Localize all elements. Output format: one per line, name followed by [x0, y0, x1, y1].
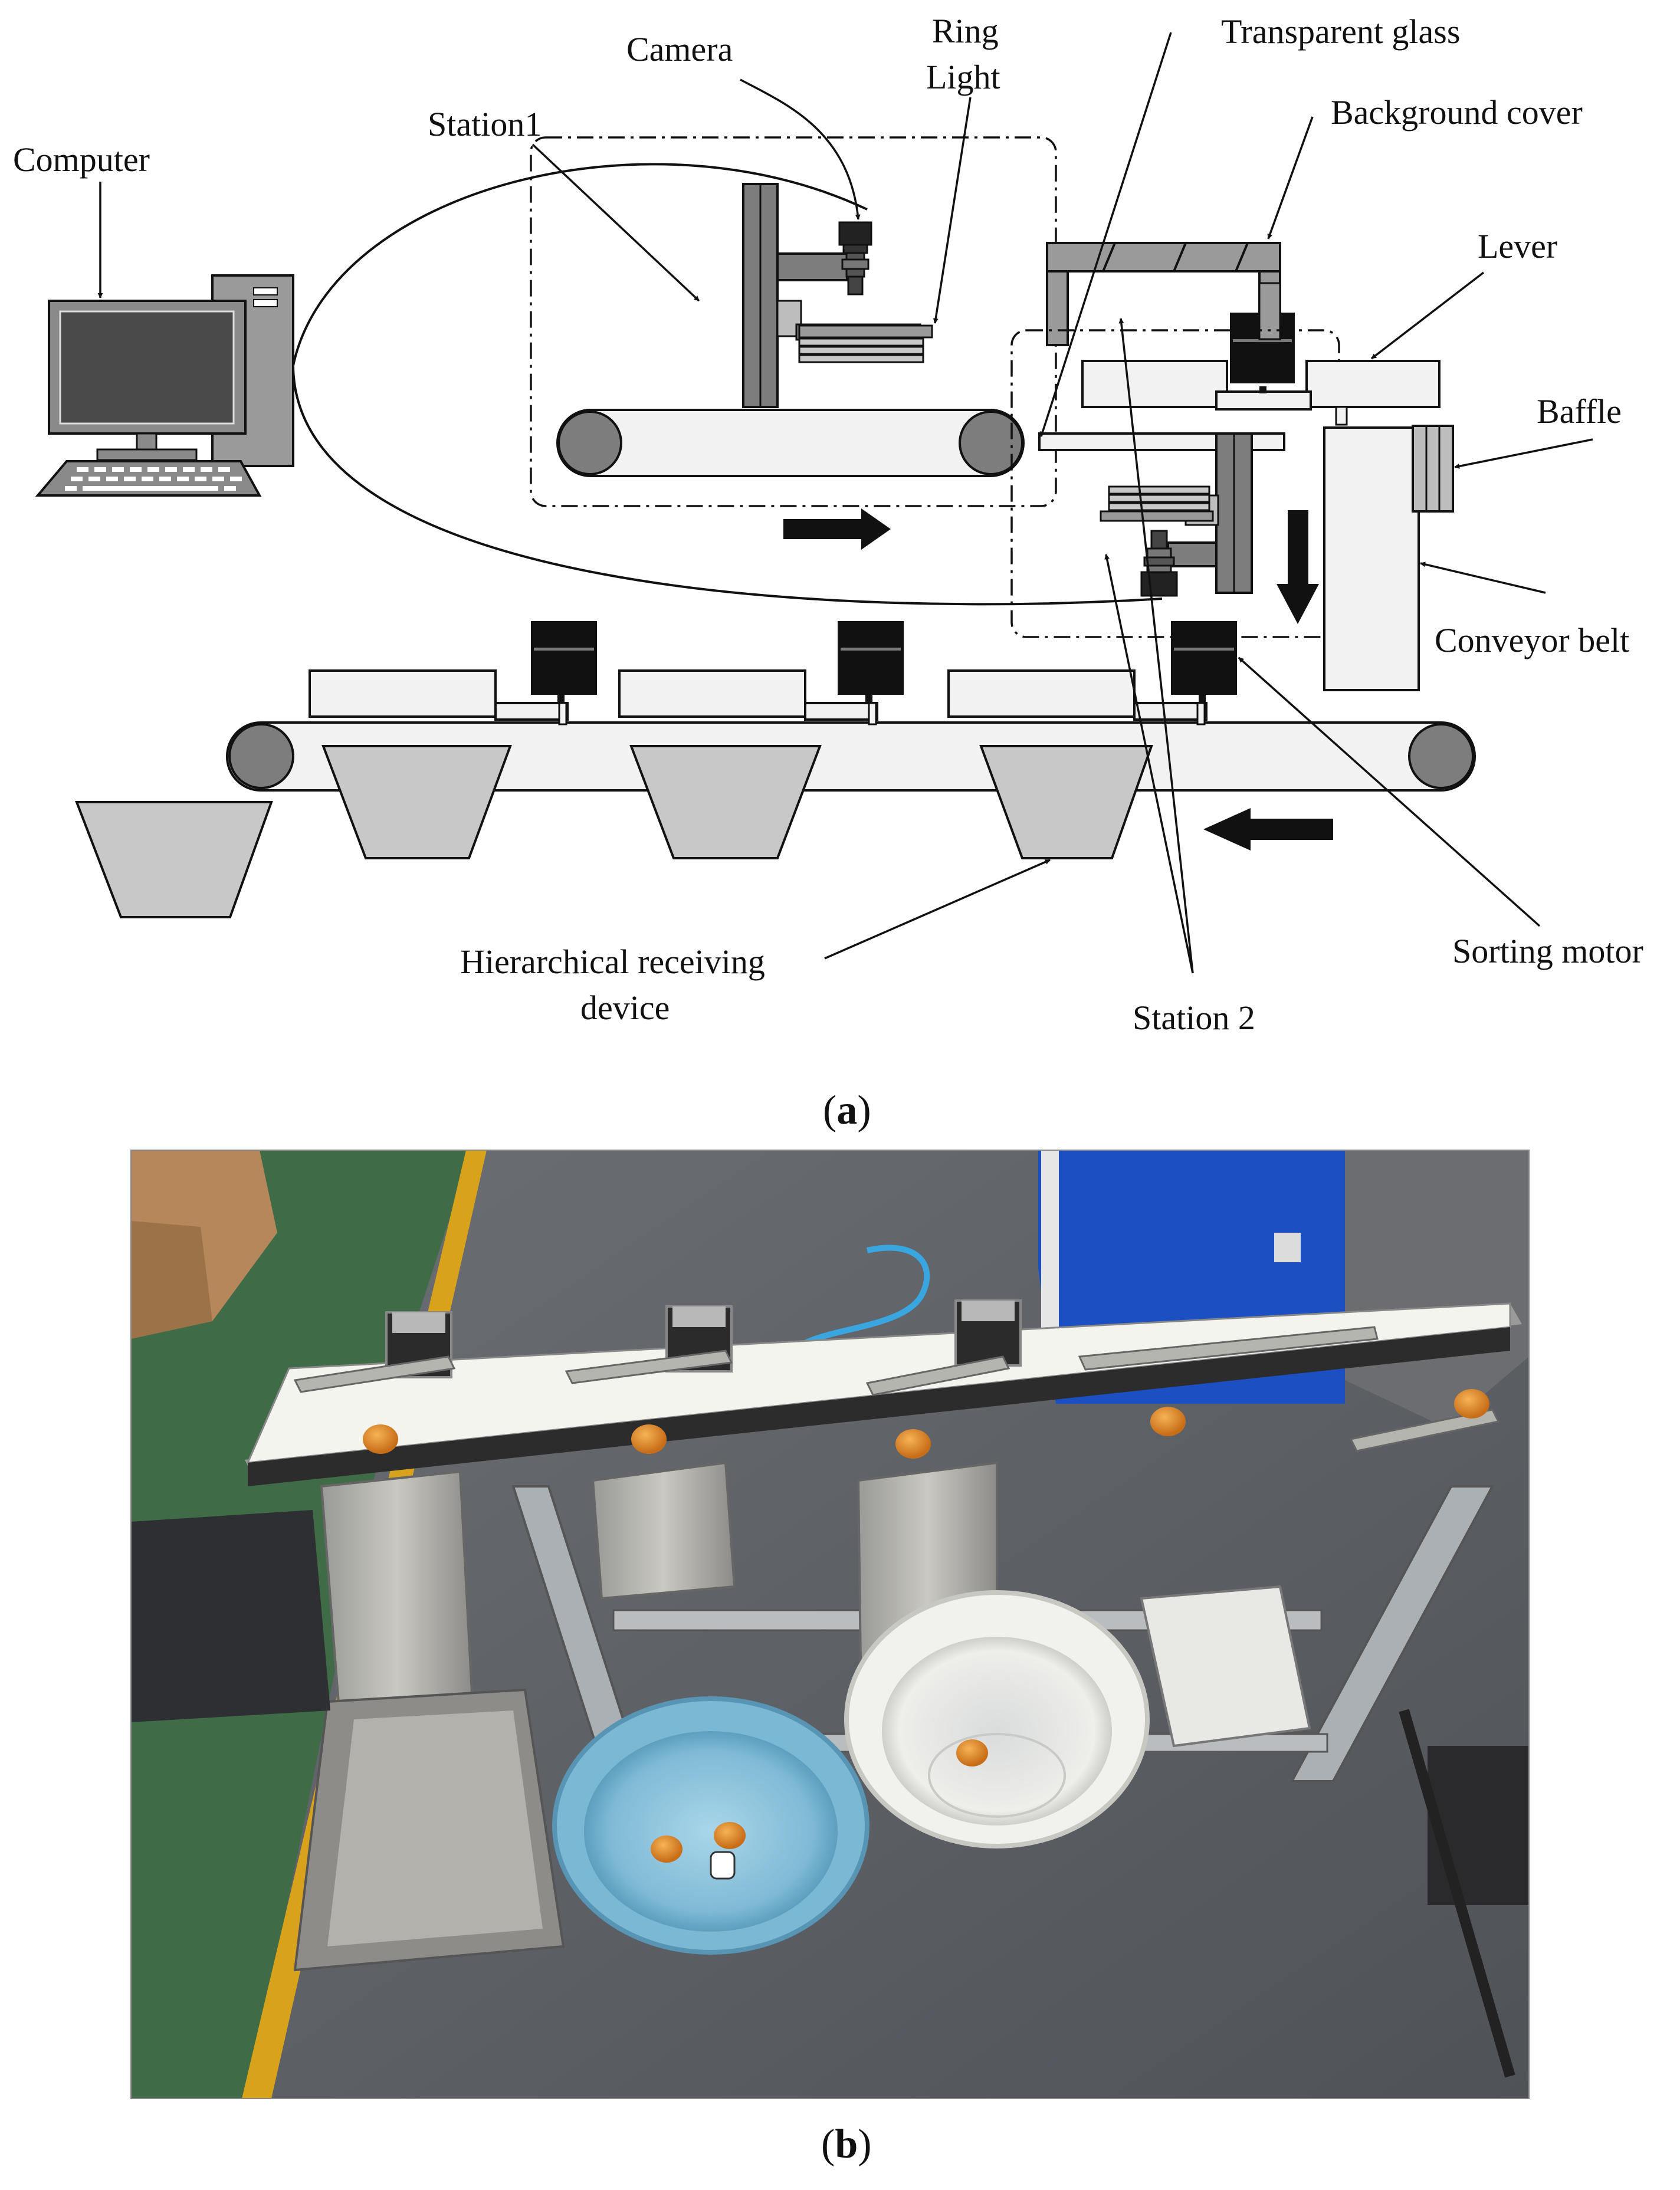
leader-station2-a: [1104, 554, 1194, 974]
station2-ring-light-icon: [1100, 485, 1214, 522]
label-lever: Lever: [1478, 227, 1557, 265]
leader-lever: [1370, 271, 1485, 360]
lever-assembly: [1081, 360, 1441, 426]
schematic-panel-a: Computer Station1 Camera Ring Light Tran…: [13, 12, 1643, 1133]
loquat: [956, 1739, 988, 1767]
receiving-hopper: [75, 801, 273, 918]
leader-station1: [531, 143, 700, 302]
label-hierarchical-line1: Hierarchical receiving: [460, 943, 765, 981]
arrow-down-icon: [1277, 510, 1319, 624]
loquat: [895, 1429, 931, 1459]
upper-conveyor: [556, 409, 1025, 477]
arrow-left-icon: [1203, 808, 1333, 851]
loquat: [363, 1424, 398, 1454]
receiving-hopper: [629, 745, 822, 859]
receiving-hopper: [979, 745, 1153, 859]
caption-a: (a): [823, 1088, 871, 1133]
station2-frame: [1010, 329, 1340, 638]
label-background-cover: Background cover: [1331, 93, 1583, 132]
station2-camera-icon: [1140, 530, 1178, 597]
leader-background-cover: [1267, 116, 1314, 239]
photo-panel-b: (b): [130, 1150, 1530, 2167]
stepper-motor-icon: [954, 1299, 1022, 1367]
receiving-hopper: [321, 745, 512, 859]
leader-sorting-motor: [1238, 656, 1541, 927]
leader-camera: [740, 78, 861, 220]
label-ring-light-line2: Light: [926, 58, 1000, 96]
loquat: [651, 1836, 682, 1863]
loquat: [1454, 1389, 1489, 1419]
label-conveyor-belt: Conveyor belt: [1435, 621, 1629, 659]
label-computer: Computer: [13, 140, 150, 179]
camera-icon: [838, 221, 872, 295]
computer-icon: [35, 274, 294, 497]
cable-loop: [292, 163, 1163, 606]
background-cover: [1046, 242, 1295, 383]
label-sorting-motor: Sorting motor: [1452, 932, 1643, 970]
station2-mount: [1167, 432, 1253, 594]
loquat: [714, 1822, 746, 1849]
caption-b: (b): [821, 2122, 872, 2167]
arrow-right-icon: [783, 508, 891, 550]
leader-transparent-glass: [1040, 32, 1172, 437]
loquat: [631, 1424, 667, 1454]
ring-light-icon: [798, 324, 933, 363]
leader-station2-b: [1118, 318, 1194, 974]
label-baffle: Baffle: [1537, 392, 1622, 431]
leader-conveyor-belt: [1420, 562, 1546, 594]
lower-conveyor: [226, 721, 1476, 792]
loquat: [1150, 1407, 1186, 1436]
station1-mount: [742, 183, 921, 408]
vertical-conveyor: [1323, 425, 1454, 691]
label-ring-light-line1: Ring: [932, 12, 999, 50]
leader-hierarchical: [824, 859, 1051, 960]
sorting-unit: [947, 621, 1237, 725]
label-hierarchical-line2: device: [580, 989, 670, 1027]
leader-baffle: [1454, 438, 1593, 469]
label-transparent-glass: Transparent glass: [1221, 12, 1460, 51]
sorting-unit: [618, 621, 904, 725]
label-station2: Station 2: [1133, 999, 1255, 1037]
label-station1: Station1: [428, 105, 542, 143]
sorting-unit: [309, 621, 597, 725]
label-camera: Camera: [626, 30, 733, 68]
leader-ring-light: [933, 97, 972, 324]
